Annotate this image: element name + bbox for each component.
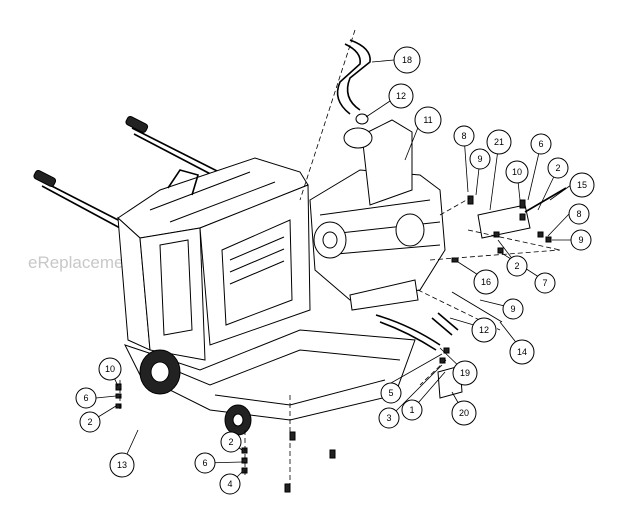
svg-text:9: 9 xyxy=(510,304,515,314)
callout-6: 6 xyxy=(194,452,216,474)
svg-text:15: 15 xyxy=(577,180,587,190)
svg-text:10: 10 xyxy=(105,364,115,374)
svg-text:4: 4 xyxy=(227,479,232,489)
callout-7: 7 xyxy=(534,272,556,294)
callout-3: 3 xyxy=(378,407,400,429)
svg-text:21: 21 xyxy=(494,137,504,147)
callout-4: 4 xyxy=(219,473,241,495)
svg-text:5: 5 xyxy=(388,388,393,398)
callout-9: 9 xyxy=(502,298,524,320)
callout-18: 18 xyxy=(393,46,421,74)
callout-12: 12 xyxy=(471,317,497,343)
callout-20: 20 xyxy=(451,400,477,426)
callout-9: 9 xyxy=(570,229,592,251)
svg-text:6: 6 xyxy=(538,139,543,149)
callout-9: 9 xyxy=(469,148,491,170)
callout-14: 14 xyxy=(509,339,535,365)
svg-text:1: 1 xyxy=(409,405,414,415)
engine-assembly xyxy=(309,39,567,399)
callout-21: 21 xyxy=(486,129,512,155)
handlebars xyxy=(33,115,226,229)
svg-text:20: 20 xyxy=(459,408,469,418)
callout-5: 5 xyxy=(380,382,402,404)
svg-text:8: 8 xyxy=(461,131,466,141)
callout-6: 6 xyxy=(530,133,552,155)
saw-frame xyxy=(117,157,416,436)
callout-8: 8 xyxy=(453,125,475,147)
svg-text:6: 6 xyxy=(202,458,207,468)
svg-text:18: 18 xyxy=(402,55,412,65)
svg-text:2: 2 xyxy=(514,261,519,271)
svg-text:12: 12 xyxy=(396,91,406,101)
callout-10: 10 xyxy=(505,160,529,184)
svg-text:12: 12 xyxy=(479,325,489,335)
callout-19: 19 xyxy=(452,360,478,386)
callout-1: 1 xyxy=(401,399,423,421)
fasteners xyxy=(115,195,552,493)
callout-2: 2 xyxy=(506,255,528,277)
svg-text:16: 16 xyxy=(481,277,491,287)
svg-text:3: 3 xyxy=(386,413,391,423)
callout-10: 10 xyxy=(98,357,122,381)
callouts: 18 12 11 8 9 21 6 10 2 15 8 9 7 2 16 9 1… xyxy=(75,46,595,495)
callout-2: 2 xyxy=(220,431,242,453)
svg-text:19: 19 xyxy=(460,368,470,378)
callout-12: 12 xyxy=(388,83,414,109)
svg-text:6: 6 xyxy=(83,393,88,403)
callout-6: 6 xyxy=(75,387,97,409)
svg-text:8: 8 xyxy=(576,209,581,219)
svg-text:13: 13 xyxy=(117,460,127,470)
svg-text:2: 2 xyxy=(87,417,92,427)
callout-15: 15 xyxy=(569,172,595,198)
callout-8: 8 xyxy=(568,203,590,225)
svg-text:2: 2 xyxy=(228,437,233,447)
svg-text:9: 9 xyxy=(477,154,482,164)
svg-text:7: 7 xyxy=(542,278,547,288)
svg-text:2: 2 xyxy=(555,163,560,173)
callout-13: 13 xyxy=(109,452,135,478)
svg-text:10: 10 xyxy=(512,167,522,177)
callout-2: 2 xyxy=(547,157,569,179)
callout-2: 2 xyxy=(79,411,101,433)
svg-text:11: 11 xyxy=(423,115,432,125)
svg-text:9: 9 xyxy=(578,235,583,245)
svg-text:14: 14 xyxy=(517,347,527,357)
callout-11: 11 xyxy=(414,106,442,134)
callout-16: 16 xyxy=(473,269,499,295)
